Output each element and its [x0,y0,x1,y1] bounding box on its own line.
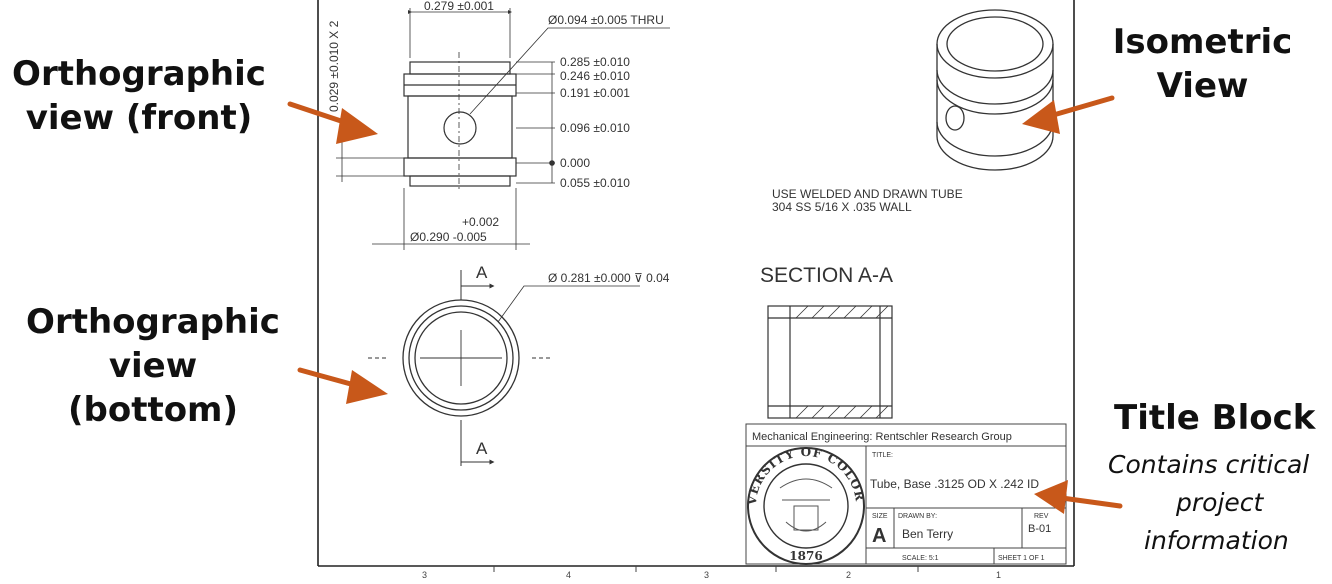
annotation-ortho-front-line1: Orthographic [12,54,266,94]
annotation-title-block-desc-line1: Contains critical [1108,450,1310,479]
annotation-ortho-front: Orthographic view (front) [8,52,270,140]
pointer-arrowheads [336,100,1068,514]
border-number: 2 [846,570,851,580]
pointer-arrows [287,95,1123,509]
title-block-drawn-by-value: Ben Terry [902,527,953,541]
annotation-title-block-desc-line2: project [1176,488,1264,517]
section-marker-top: A [476,263,488,282]
title-block-size-value: A [872,525,886,547]
dim-diameter: Ø0.290 -0.005 [410,230,487,244]
arrow-isometric [1047,95,1115,119]
arrowhead-title-block [1034,480,1068,514]
section-title: SECTION A-A [760,264,893,287]
border-number: 3 [704,570,709,580]
border-number: 1 [996,570,1001,580]
title-block-org: Mechanical Engineering: Rentschler Resea… [752,431,1012,443]
dim-right: 0.055 ±0.010 [560,176,630,190]
material-note-line1: USE WELDED AND DRAWN TUBE [772,187,963,201]
isometric-view [936,9,1054,171]
annotation-ortho-bottom: Orthographic view (bottom) [22,300,284,432]
arrow-ortho-bottom [297,367,361,389]
arrowhead-ortho-front [336,108,378,144]
annotation-title-block-desc-line3: information [1144,526,1289,555]
arrowhead-ortho-bottom [346,370,388,404]
border-numbers: 3 4 3 2 1 [422,566,1001,580]
title-block [745,423,1067,565]
annotation-isometric-line2: View [1156,66,1249,106]
title-block-rev-value: B-01 [1028,523,1051,535]
annotation-title-block-heading: Title Block [1114,398,1316,438]
annotation-ortho-bottom-line2: view [108,346,198,386]
front-view [336,8,670,250]
title-block-drawn-by-label: DRAWN BY: [898,513,937,520]
annotation-title-block-desc: Contains critical project information [1100,446,1332,560]
dim-hole-callout: Ø0.094 ±0.005 THRU [548,13,664,27]
seal-year: 1876 [789,549,822,563]
bottom-view [368,270,640,466]
title-block-rev-label: REV [1034,513,1049,520]
section-marker-bottom: A [476,439,488,458]
dim-right: 0.096 ±0.010 [560,121,630,135]
drawing-frame [317,0,1075,567]
material-note-line2: 304 SS 5/16 X .035 WALL [772,200,912,214]
arrow-title-block [1059,495,1123,509]
seal-text-top: UNIVERSITY OF COLORADO [0,0,866,507]
title-block-size-label: SIZE [872,513,888,520]
title-block-scale: SCALE: 5:1 [902,555,939,562]
border-number: 3 [422,570,427,580]
section-view [767,305,893,419]
annotation-ortho-bottom-line1: Orthographic [26,302,280,342]
arrowhead-isometric [1022,100,1060,134]
dim-diameter-tolerance: +0.002 [462,215,499,229]
bore-callout: Ø 0.281 ±0.000 ⊽ 0.04 [548,271,670,285]
dim-right: 0.000 [560,156,590,170]
annotation-ortho-bottom-line3: (bottom) [67,390,239,430]
svg-text:UNIVERSITY OF COLORADO: UNIVERSITY OF COLORADO [0,0,866,507]
annotation-isometric-line1: Isometric [1112,22,1293,62]
dim-right: 0.246 ±0.010 [560,69,630,83]
dim-right: 0.191 ±0.001 [560,86,630,100]
border-number: 4 [566,570,571,580]
title-block-sheet: SHEET 1 OF 1 [998,555,1045,562]
title-block-title-value: Tube, Base .3125 OD X .242 ID [870,477,1039,491]
annotation-ortho-front-line2: view (front) [25,98,253,138]
annotation-isometric: Isometric View [1090,20,1315,108]
annotation-title-block: Title Block [1114,396,1332,440]
dim-right: 0.285 ±0.010 [560,55,630,69]
title-block-title-label: TITLE: [872,452,893,459]
dim-top-width: 0.279 ±0.001 [424,0,494,13]
dim-left-vertical: 0.029 ±0.010 X 2 [327,20,341,112]
